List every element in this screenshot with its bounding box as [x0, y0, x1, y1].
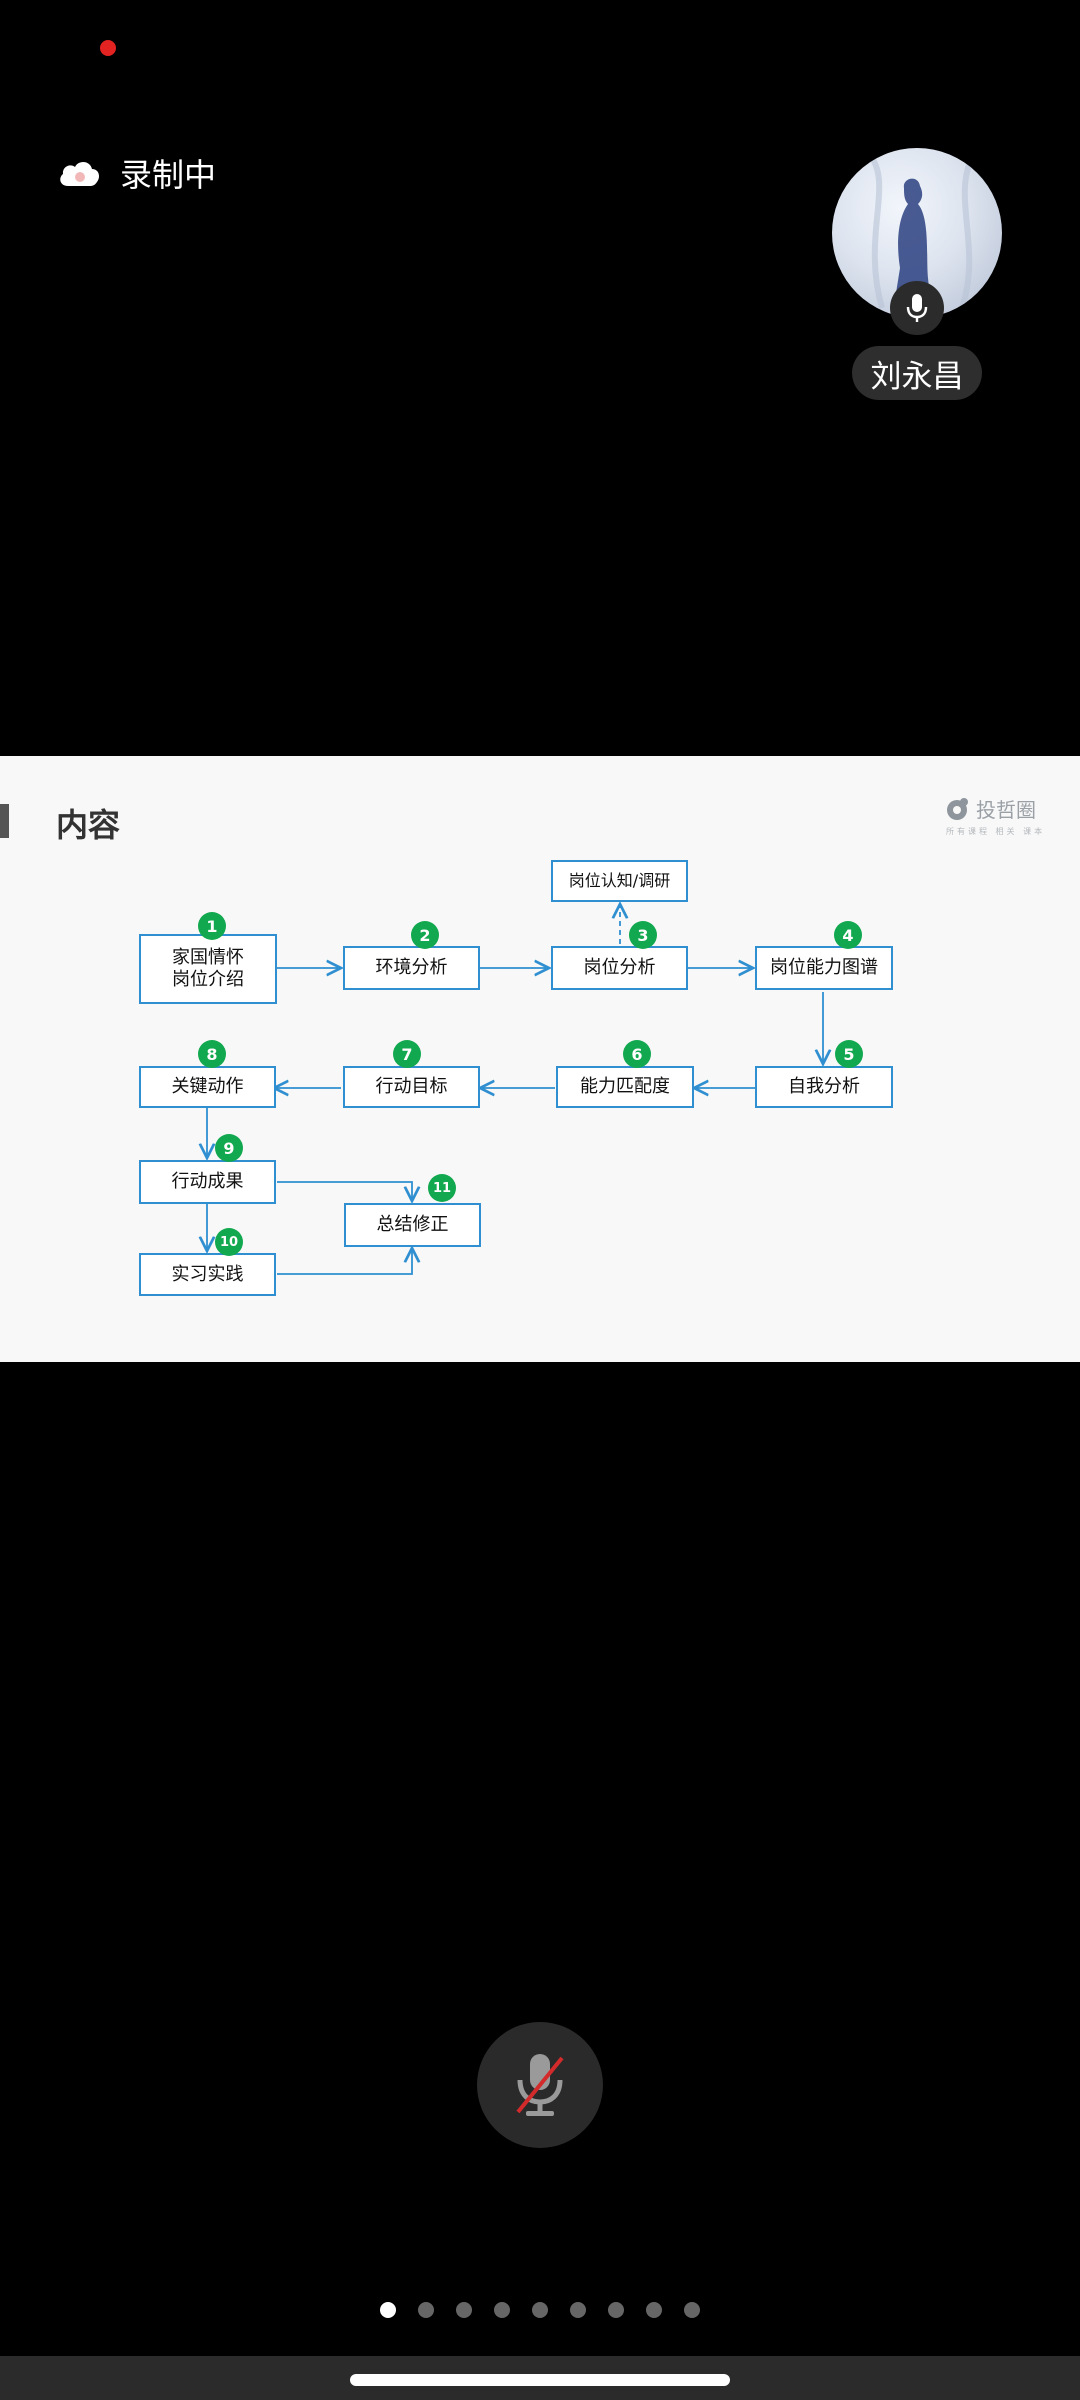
mute-button[interactable]: [477, 2022, 603, 2148]
step-badge-2: 2: [411, 921, 439, 949]
page-dot-5[interactable]: [532, 2302, 548, 2318]
step-badge-4: 4: [834, 921, 862, 949]
participant-tile[interactable]: 刘永昌: [832, 148, 1002, 400]
recording-indicator-dot: [100, 40, 116, 56]
recording-label: 录制中: [120, 156, 217, 194]
flow-node-4: 岗位能力图谱: [755, 946, 893, 990]
flowchart-connectors: [0, 756, 1080, 1275]
flow-node-1: 家国情怀 岗位介绍: [139, 934, 277, 1004]
shared-slide: 内容 投哲圈 所有课程 相关 课本: [0, 756, 1080, 1362]
slide-title: 内容: [56, 806, 121, 844]
page-dot-4[interactable]: [494, 2302, 510, 2318]
page-dot-8[interactable]: [646, 2302, 662, 2318]
step-badge-11: 11: [428, 1174, 456, 1202]
flow-node-9: 行动成果: [139, 1160, 276, 1204]
mic-muted-icon: [516, 2054, 564, 2116]
flow-node-3: 岗位分析: [551, 946, 688, 990]
cloud-icon: [56, 158, 102, 188]
flow-node-7: 行动目标: [343, 1066, 480, 1108]
page-dot-6[interactable]: [570, 2302, 586, 2318]
page-dot-7[interactable]: [608, 2302, 624, 2318]
step-badge-3: 3: [629, 921, 657, 949]
flow-node-8: 关键动作: [139, 1066, 276, 1108]
mic-on-icon: [890, 281, 944, 335]
flow-node-3a: 岗位认知/调研: [551, 860, 688, 902]
page-indicator[interactable]: [380, 2302, 700, 2318]
slide-title-marker: [0, 804, 9, 838]
step-badge-1: 1: [198, 912, 226, 940]
flow-node-10: 实习实践: [139, 1253, 276, 1296]
logo-icon: [947, 797, 968, 820]
flow-node-2: 环境分析: [343, 946, 480, 990]
step-badge-5: 5: [835, 1040, 863, 1068]
flow-node-5: 自我分析: [755, 1066, 893, 1108]
flow-node-6: 能力匹配度: [556, 1066, 694, 1108]
step-badge-7: 7: [393, 1040, 421, 1068]
step-badge-9: 9: [215, 1134, 243, 1162]
slide-logo: 投哲圈 所有课程 相关 课本: [944, 794, 1042, 836]
page-dot-9[interactable]: [684, 2302, 700, 2318]
flow-node-11: 总结修正: [344, 1203, 481, 1247]
page-dot-1[interactable]: [380, 2302, 396, 2318]
step-badge-10: 10: [215, 1228, 243, 1256]
logo-subtext: 所有课程 相关 课本: [946, 827, 1046, 836]
step-badge-8: 8: [198, 1040, 226, 1068]
logo-text: 投哲圈: [976, 798, 1036, 822]
home-indicator[interactable]: [350, 2374, 730, 2386]
page-dot-2[interactable]: [418, 2302, 434, 2318]
step-badge-6: 6: [623, 1040, 651, 1068]
recording-status: 录制中: [56, 150, 216, 196]
system-nav-bar: [0, 2356, 1080, 2400]
page-dot-3[interactable]: [456, 2302, 472, 2318]
participant-name: 刘永昌: [852, 346, 982, 400]
